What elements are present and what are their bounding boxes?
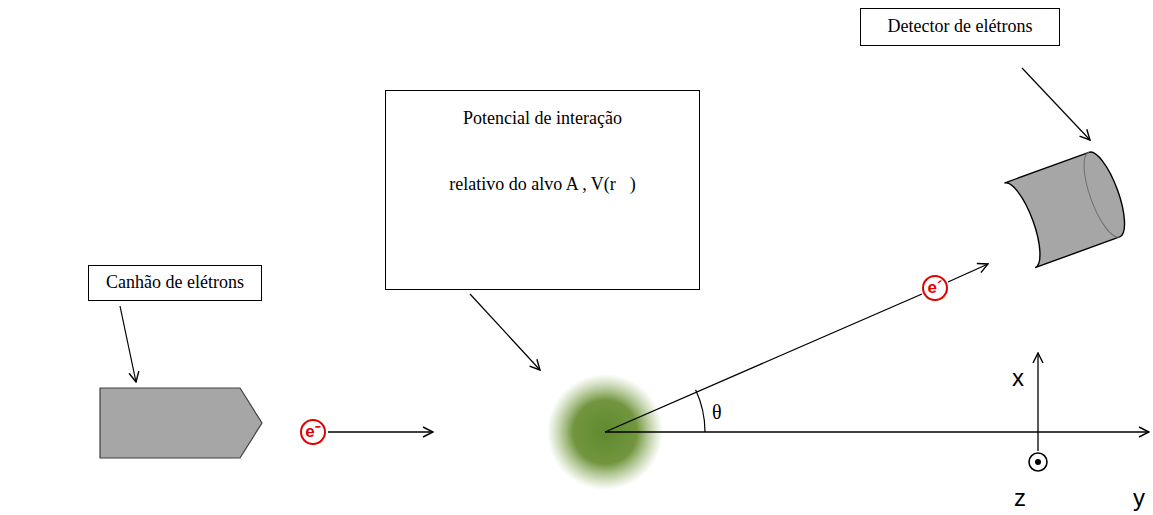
axis-label: z [1014, 486, 1026, 510]
callout-box: Canhão de elétrons [88, 265, 262, 301]
electron-marker: e´ [922, 275, 948, 301]
detector-cylinder [1004, 148, 1133, 268]
callout-text: Canhão de elétrons [106, 273, 244, 293]
electron-marker: e⁻ [300, 419, 326, 445]
angle-label: θ [712, 402, 722, 422]
callout-text: Detector de elétrons [888, 17, 1033, 37]
axis-label: x [1012, 366, 1024, 390]
angle-arc [696, 390, 705, 432]
y-axis [605, 431, 1149, 432]
z-axis-dot [1035, 459, 1041, 465]
scattered-arrow [948, 264, 988, 282]
axis-label: y [1133, 486, 1145, 510]
incident-arrow [328, 431, 433, 432]
leader-line [1022, 68, 1090, 140]
callout-text: relativo do alvo A , V(r⃗) [449, 175, 636, 195]
callout-box: Detector de elétrons [860, 8, 1060, 46]
x-axis [1037, 353, 1038, 451]
callout-box: Potencial de interação relativo do alvo A… [385, 90, 700, 290]
electron-symbol: e´ [927, 279, 942, 298]
callout-text: Potencial de interação [463, 109, 622, 129]
electron-gun [100, 388, 262, 458]
leader-line [120, 306, 136, 382]
leader-line [470, 294, 540, 370]
scattered-path [605, 294, 922, 432]
electron-symbol: e⁻ [305, 423, 320, 442]
z-axis-symbol [1029, 453, 1047, 471]
